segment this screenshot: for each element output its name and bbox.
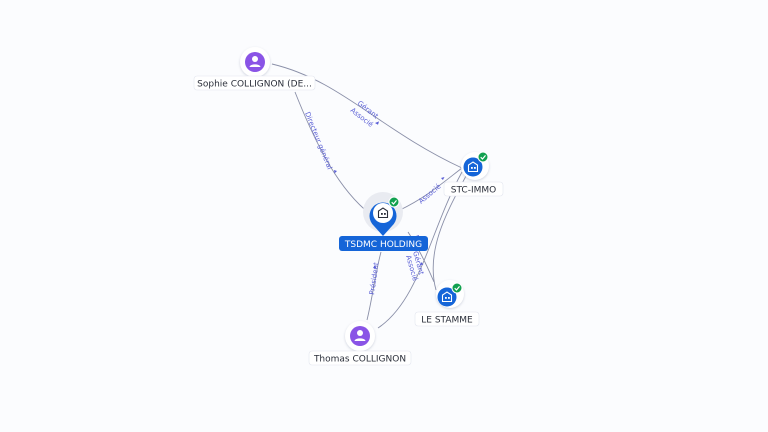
node-label-bg bbox=[308, 350, 412, 366]
edge-sophie-stc[interactable] bbox=[271, 63, 463, 169]
node-label-bg bbox=[414, 311, 480, 327]
node-label-bg bbox=[339, 236, 428, 251]
arrow-mark bbox=[441, 177, 445, 180]
pin-inner bbox=[373, 203, 393, 223]
node-label: LE STAMME bbox=[421, 316, 473, 326]
building-icon bbox=[377, 207, 389, 219]
arrow-mark bbox=[420, 262, 424, 265]
node-tsdmc-holding[interactable]: TSDMC HOLDING bbox=[339, 192, 428, 251]
person-icon bbox=[249, 56, 261, 67]
arrow-mark bbox=[334, 170, 337, 174]
edge-label: Président bbox=[368, 262, 381, 296]
edge-tsdmc-stc[interactable] bbox=[399, 167, 463, 211]
edge-sophie-tsdmc[interactable] bbox=[294, 91, 371, 215]
person-icon bbox=[354, 330, 366, 341]
building-icon bbox=[441, 291, 453, 303]
node-label-bg bbox=[193, 75, 316, 91]
node-thomas[interactable]: Thomas COLLIGNON bbox=[308, 321, 412, 366]
arrow-mark bbox=[373, 265, 377, 269]
node-stc-immo[interactable]: STC-IMMO bbox=[443, 151, 504, 197]
node-label-bg bbox=[443, 181, 504, 197]
edge-label: Associé bbox=[417, 182, 442, 205]
node-le-stamme[interactable]: LE STAMME bbox=[414, 280, 480, 327]
node-label: TSDMC HOLDING bbox=[344, 240, 422, 250]
node-label: Sophie COLLIGNON (DE... bbox=[197, 80, 312, 90]
check-icon bbox=[480, 155, 486, 160]
node-sophie[interactable]: Sophie COLLIGNON (DE... bbox=[193, 47, 316, 91]
node-label: Thomas COLLIGNON bbox=[313, 355, 406, 365]
verified-icon bbox=[451, 282, 463, 294]
verified-icon bbox=[388, 196, 400, 208]
edge-thomas-tsdmc[interactable] bbox=[366, 251, 382, 321]
edge-label: Directeur général bbox=[303, 111, 333, 171]
verified-icon bbox=[477, 151, 489, 163]
arrow-mark bbox=[375, 121, 379, 125]
check-icon bbox=[391, 200, 397, 205]
node-label: STC-IMMO bbox=[451, 186, 496, 196]
building-icon bbox=[467, 161, 479, 173]
check-icon bbox=[454, 286, 460, 291]
